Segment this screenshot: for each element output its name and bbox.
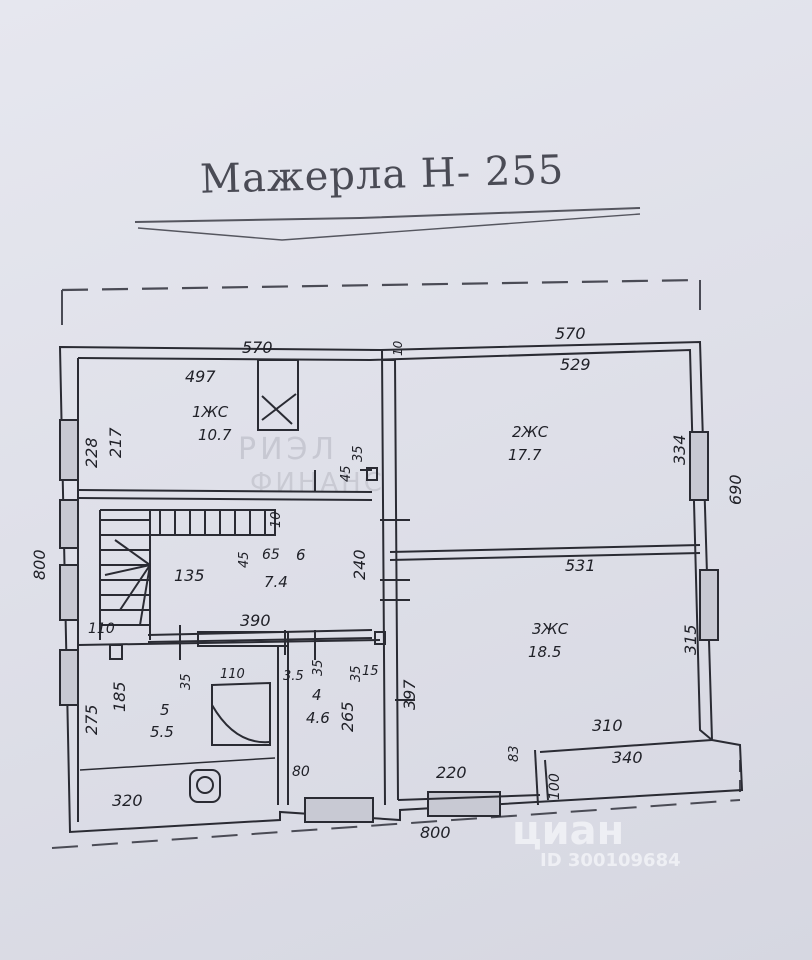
dim-stair-110: 110 — [88, 621, 115, 637]
room-6-number: 6 — [296, 546, 306, 564]
dim-r3-height: 315 — [681, 624, 700, 655]
dim-r4-35a: 3.5 — [283, 669, 304, 684]
dim-r4-35b: 35 — [311, 659, 326, 676]
dim-left-total: 800 — [30, 549, 49, 580]
dim-top-left: 570 — [242, 338, 273, 357]
dim-r4-15: 15 — [362, 664, 379, 679]
watermark-line1: РИЭЛ — [238, 432, 339, 467]
dim-r3-width: 531 — [565, 556, 596, 575]
dim-right-total: 690 — [726, 474, 745, 505]
dim-hall-135: 135 — [174, 566, 205, 585]
dim-r1-h2: 217 — [106, 427, 125, 458]
dim-k-35: 35 — [351, 445, 366, 462]
dim-top-right: 570 — [555, 324, 586, 343]
dim-top-gap: 10 — [391, 340, 405, 356]
dim-hall-wall: 240 — [350, 549, 369, 580]
dim-hall-width: 390 — [240, 611, 271, 630]
room-2-area: 17.7 — [508, 446, 542, 464]
dim-r2-height: 334 — [670, 434, 689, 465]
dim-r5-110: 110 — [220, 667, 245, 682]
dim-r5-185: 185 — [110, 681, 129, 712]
dim-r1-h1: 228 — [82, 437, 101, 468]
room-3-area: 18.5 — [528, 643, 562, 661]
room-5-number: 5 — [160, 701, 170, 719]
dim-k-45: 45 — [339, 465, 354, 482]
room-5-area: 5.5 — [150, 723, 174, 741]
room-4-number: 4 — [312, 686, 322, 704]
dim-r3-door: 220 — [436, 763, 467, 782]
dim-r4-265: 265 — [338, 701, 357, 732]
dim-step-83: 83 — [507, 745, 522, 762]
room-1-area: 10.7 — [198, 426, 232, 444]
dim-r4-80: 80 — [292, 764, 310, 780]
dim-r3-bottom: 310 — [592, 716, 623, 735]
dim-bottom-total: 800 — [420, 823, 451, 842]
cian-logo: циан — [512, 808, 625, 854]
dim-r5-275: 275 — [82, 704, 101, 735]
dim-r5-width: 320 — [112, 791, 143, 810]
room-4-area: 4.6 — [306, 709, 330, 727]
dim-hall-10: 10 — [269, 511, 284, 528]
room-3-number: 3ЖС — [532, 620, 569, 638]
dim-right-lower-step: 340 — [612, 748, 643, 767]
dim-r1-width: 497 — [185, 367, 216, 386]
dim-hall-45: 45 — [237, 551, 252, 568]
dim-r2-width: 529 — [560, 355, 591, 374]
dim-step-small: 100 — [547, 773, 563, 800]
dim-r3-left: 397 — [400, 679, 419, 710]
dim-r5-35: 35 — [179, 673, 194, 690]
dim-hall-65: 65 — [262, 547, 280, 563]
room-6-area: 7.4 — [264, 573, 288, 591]
room-2-number: 2ЖС — [512, 423, 549, 441]
cian-listing-id: ID 300109684 — [540, 850, 681, 871]
room-1-number: 1ЖС — [192, 403, 229, 421]
